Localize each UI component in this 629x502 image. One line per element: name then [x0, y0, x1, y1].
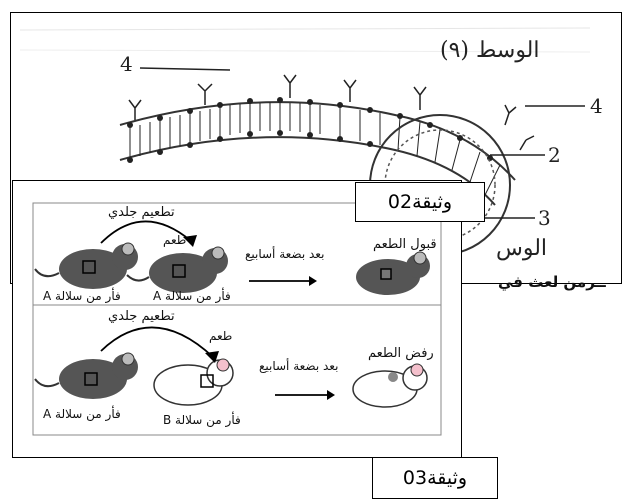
mouse-donor-a1: [35, 243, 138, 289]
mouse-recipient-a1: [127, 247, 228, 293]
exp1-time: بعد بضعة أسابيع: [245, 247, 324, 261]
exp2-result: رفض الطعم: [368, 346, 434, 361]
exp2-donor: فأر من سلالة A: [43, 407, 121, 421]
mouse-result-2: [353, 364, 427, 407]
exp2-graft-word: طعم: [209, 329, 232, 343]
exp1-result: قبول الطعم: [373, 237, 437, 252]
side-text: ــرمن لعث في: [498, 273, 606, 291]
document-03-label: وثيقة03: [372, 457, 498, 499]
document-02-label: وثيقة02: [355, 182, 485, 222]
mouse-recipient-b2: [154, 359, 233, 405]
mouse-result-1: [356, 252, 430, 295]
exp1-graft-word: طعم: [163, 233, 186, 247]
exp2-recipient: فأر من سلالة B: [163, 413, 241, 427]
exp1-recipient: فأر من سلالة A: [153, 289, 231, 303]
exp1-graft-label: تطعيم جلدي: [108, 205, 175, 220]
exp2-time: بعد بضعة أسابيع: [259, 359, 338, 373]
exp2-graft-label: تطعيم جلدي: [108, 309, 175, 324]
exp1-donor: فأر من سلالة A: [43, 289, 121, 303]
mouse-donor-a2: [35, 353, 138, 399]
